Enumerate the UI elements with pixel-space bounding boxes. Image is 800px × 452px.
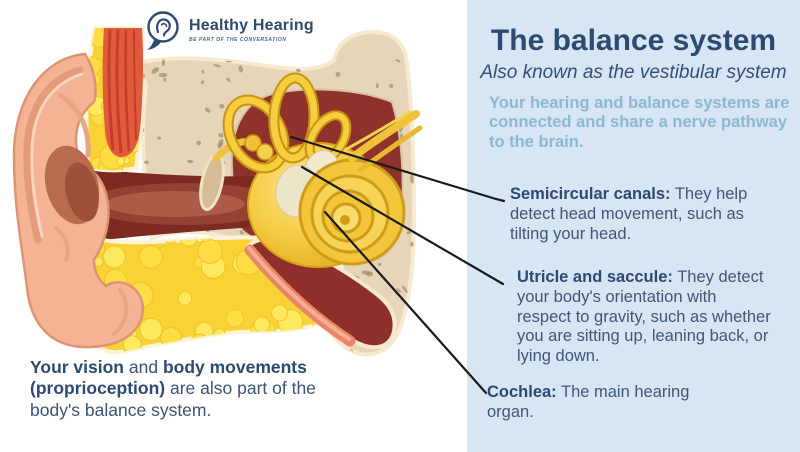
ear-speech-bubble-icon	[147, 11, 179, 50]
note-rest: are also part of the body's balance syst…	[30, 378, 316, 420]
callout-term: Cochlea:	[487, 383, 557, 401]
callout-line-cochlea	[323, 210, 488, 395]
page-title: The balance system	[490, 24, 777, 57]
callout-utricle-saccule: Utricle and saccule: They detect your bo…	[517, 268, 773, 367]
muscle-band-shape	[102, 28, 144, 158]
callout-term: Semicircular canals:	[510, 185, 671, 203]
callout-line-utricle-saccule	[300, 165, 505, 286]
callout-cochlea: Cochlea: The main hearing organ.	[487, 383, 737, 423]
intro-paragraph: Your hearing and balance systems are con…	[489, 94, 790, 151]
brand-logo: Healthy Hearing BE PART OF THE CONVERSAT…	[142, 8, 314, 52]
note-bold-movements: body movements (proprioception)	[30, 357, 307, 399]
cochlea-shape	[298, 158, 406, 266]
callout-term: Utricle and saccule:	[517, 268, 673, 286]
vestibulocochlear-nerve-shape	[343, 110, 423, 173]
eustachian-tube-shape	[244, 236, 397, 350]
note-connector: and	[124, 357, 163, 377]
semicircular-canals-shape	[222, 72, 352, 174]
note-bold-vision: Your vision	[30, 357, 124, 377]
inner-ear-shape	[222, 72, 423, 268]
callout-description: They detect your body's orientation with…	[517, 268, 771, 366]
callout-description: They help detect head movement, such as …	[510, 185, 748, 243]
callout-description: The main hearing organ.	[487, 383, 690, 421]
right-info-panel	[467, 0, 800, 452]
brand-name: Healthy Hearing	[189, 17, 314, 34]
callout-line-semicircular-canals	[289, 135, 506, 203]
brand-tagline: BE PART OF THE CONVERSATION	[189, 37, 287, 43]
vision-proprioception-note: Your vision and body movements (proprioc…	[30, 357, 346, 421]
ear-canal-shape	[62, 168, 302, 244]
callout-semicircular-canals: Semicircular canals: They help detect he…	[510, 185, 748, 244]
outer-ear-shape	[12, 52, 144, 349]
page-subtitle: Also known as the vestibular system	[480, 62, 787, 83]
